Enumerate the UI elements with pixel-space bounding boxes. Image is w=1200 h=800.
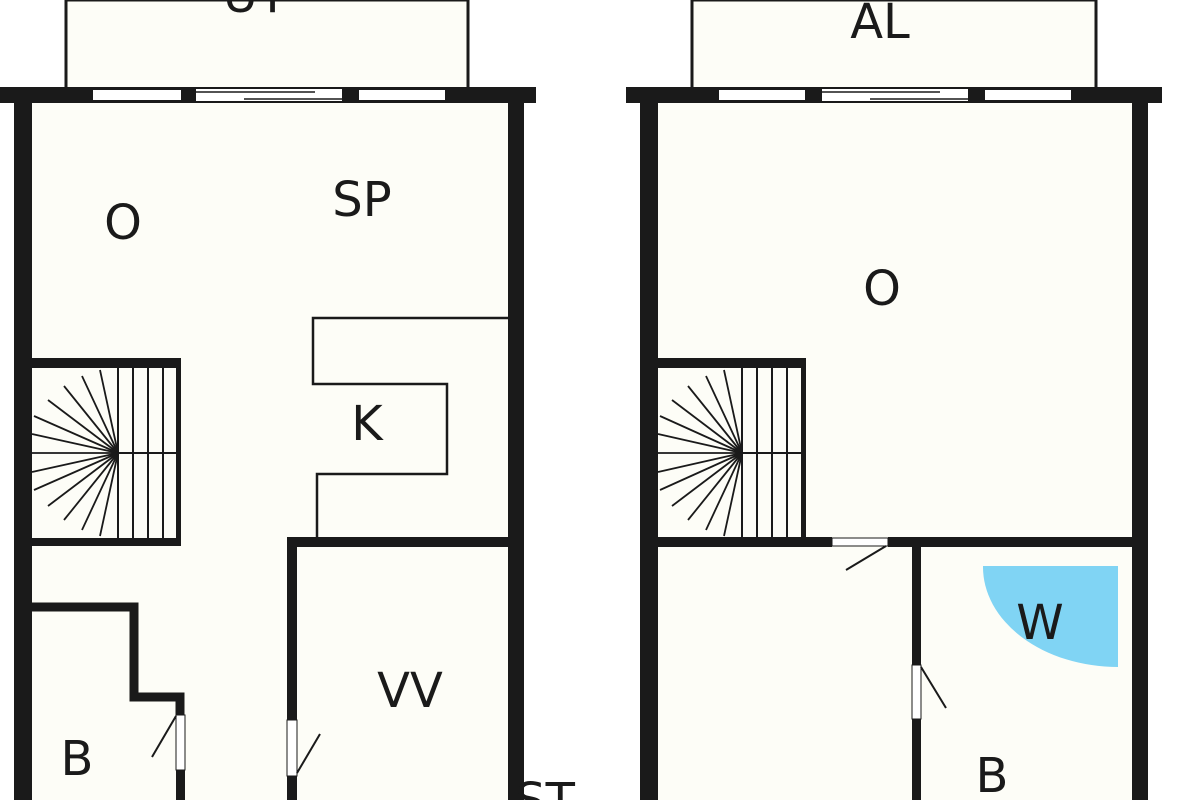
left-outer-wall-east bbox=[508, 87, 524, 800]
label-storage: ST bbox=[515, 773, 575, 800]
kitchen-counter bbox=[311, 316, 508, 540]
right-partition-wall-b bbox=[888, 537, 1136, 547]
right-bath-door-opening bbox=[911, 664, 922, 720]
right-room-door bbox=[845, 545, 887, 571]
right-staircase bbox=[656, 358, 806, 546]
right-bath-wall-upper bbox=[912, 545, 921, 665]
label-kitchen: K bbox=[351, 396, 384, 452]
label-bath-left: B bbox=[61, 731, 94, 787]
left-floor-plan: UT O SP K VV B ST bbox=[0, 0, 576, 800]
label-balcony-right: AL bbox=[850, 0, 910, 50]
left-outer-wall-west bbox=[14, 87, 32, 800]
left-staircase bbox=[30, 358, 181, 546]
right-bath-wall-lower bbox=[912, 719, 921, 800]
label-bath-right: B bbox=[976, 748, 1009, 800]
label-balcony-left: UT bbox=[223, 0, 288, 24]
laundry-wall-top bbox=[287, 537, 516, 547]
laundry-door bbox=[296, 733, 321, 774]
right-outer-wall-west bbox=[640, 87, 658, 800]
label-wardrobe: W bbox=[1016, 595, 1063, 651]
label-dining: SP bbox=[332, 172, 391, 228]
laundry-door-opening bbox=[286, 719, 298, 777]
shower-area bbox=[982, 566, 1118, 667]
right-bath-door bbox=[920, 666, 947, 709]
right-floor-area bbox=[650, 100, 1140, 800]
right-outer-wall-east bbox=[1132, 87, 1148, 800]
laundry-wall-west-lower bbox=[287, 776, 297, 800]
left-bath-door bbox=[151, 715, 177, 758]
right-window-2 bbox=[985, 90, 1071, 100]
label-living-right: O bbox=[863, 261, 901, 317]
right-window bbox=[719, 90, 805, 100]
left-window-2 bbox=[359, 90, 445, 100]
right-floor-plan: AL O W B bbox=[626, 0, 1162, 800]
left-balcony bbox=[64, 0, 470, 92]
left-window bbox=[93, 90, 181, 100]
laundry-wall-west bbox=[287, 537, 297, 720]
right-partition-wall-a bbox=[656, 537, 832, 547]
left-bath-wall-lower bbox=[176, 770, 185, 800]
left-bath-wall bbox=[30, 602, 185, 715]
right-balcony bbox=[690, 0, 1098, 92]
label-living-left: O bbox=[104, 195, 142, 251]
right-door-opening-top bbox=[831, 537, 889, 547]
left-bath-door-opening bbox=[175, 714, 186, 771]
label-laundry: VV bbox=[377, 663, 443, 719]
